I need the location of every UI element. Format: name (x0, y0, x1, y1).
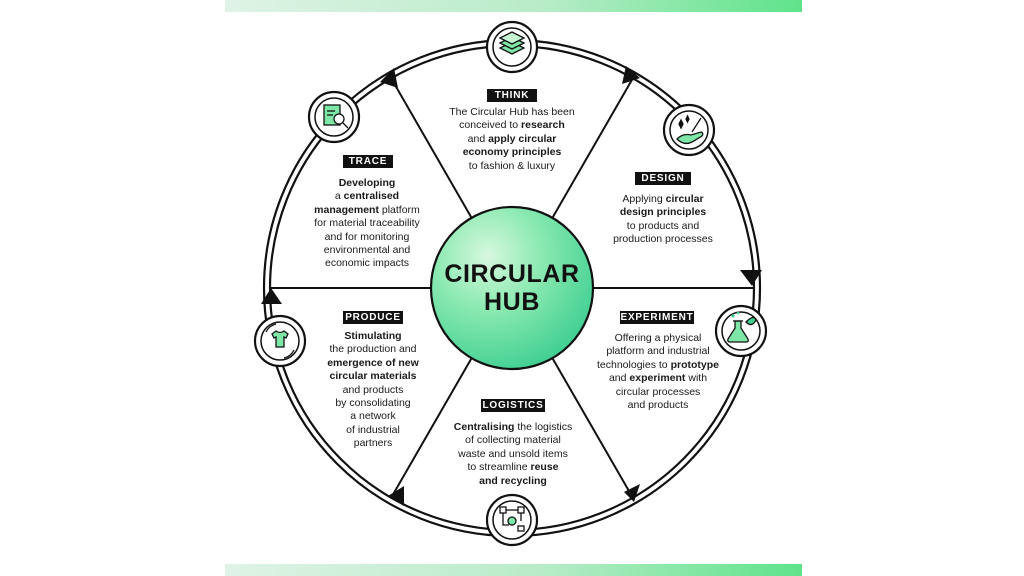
logistics-flow-icon (499, 506, 525, 532)
design-description: Applying circular design principles to p… (613, 193, 713, 246)
experiment-description: Offering a physical platform and industr… (597, 332, 719, 412)
design-badge (662, 103, 716, 157)
flow-arrows (261, 66, 762, 506)
arrow-experiment-to-logistics (624, 484, 640, 502)
tag-produce: PRODUCE (343, 311, 403, 324)
arrow-produce-to-trace (261, 288, 282, 304)
document-search-icon (323, 104, 349, 129)
hub-title-line1: CIRCULAR (444, 260, 580, 288)
hub-title-line2: HUB (484, 288, 540, 316)
think-description: The Circular Hub has been conceived to r… (449, 106, 575, 172)
trace-description: Developing a centralised management plat… (314, 177, 420, 270)
tag-logistics: LOGISTICS (481, 399, 545, 412)
hub-title: CIRCULAR HUB (436, 260, 588, 316)
arrow-design-to-experiment (740, 270, 762, 286)
logistics-description: Centralising the logistics of collecting… (453, 421, 573, 487)
hand-drawing-icon (676, 114, 704, 145)
top-accent-band (225, 0, 802, 12)
flask-leaf-icon (727, 311, 757, 343)
hub-circle (429, 205, 595, 371)
arrow-logistics-to-produce (388, 486, 404, 506)
tag-design: DESIGN (635, 172, 691, 185)
tag-experiment: EXPERIMENT (620, 311, 694, 324)
tshirt-cycle-icon (265, 323, 295, 359)
produce-description: Stimulating the production and emergence… (327, 330, 419, 450)
tag-trace: TRACE (343, 155, 393, 168)
layers-icon (498, 31, 526, 55)
tag-think: THINK (487, 89, 537, 102)
bottom-accent-band (225, 564, 802, 576)
arrow-think-to-design (622, 66, 640, 84)
arrow-trace-to-think (380, 68, 398, 88)
